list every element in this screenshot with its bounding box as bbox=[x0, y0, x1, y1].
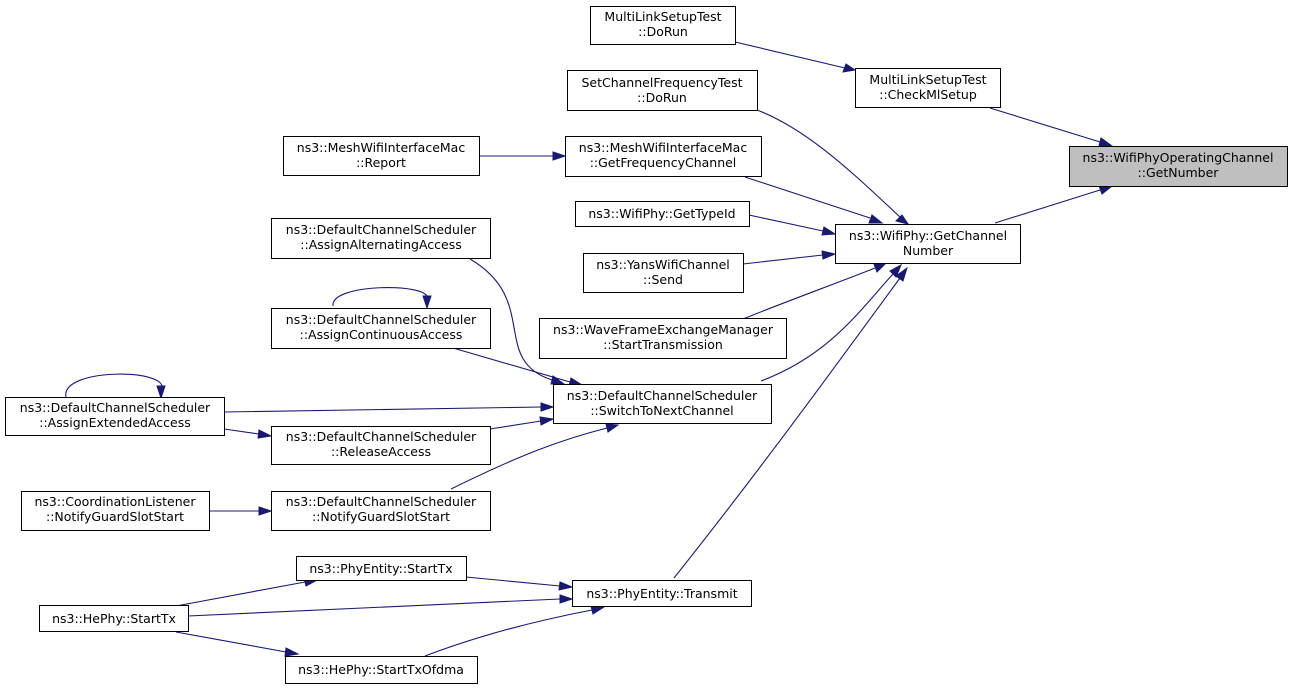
node-label-line1: ns3::WaveFrameExchangeManager bbox=[553, 322, 774, 337]
node-label-line1: ns3::WifiPhy::GetTypeId bbox=[588, 206, 735, 221]
node-label-line1: ns3::HePhy::StartTx bbox=[52, 611, 176, 626]
node-meshwifiinterfacemac-getfrequencychannel[interactable]: ns3::MeshWifiInterfaceMac ::GetFrequency… bbox=[565, 136, 762, 177]
node-label-line1: ns3::DefaultChannelScheduler bbox=[20, 400, 211, 415]
node-label-line1: ns3::CoordinationListener bbox=[35, 494, 197, 509]
node-coordinationlistener-notifyguardslotstart[interactable]: ns3::CoordinationListener ::NotifyGuardS… bbox=[21, 491, 210, 531]
node-label-line1: ns3::DefaultChannelScheduler bbox=[286, 312, 477, 327]
node-label-line1: ns3::MeshWifiInterfaceMac bbox=[297, 140, 466, 155]
node-setchannelfrequencytest-dorun[interactable]: SetChannelFrequencyTest ::DoRun bbox=[567, 70, 758, 111]
node-label-line1: ns3::DefaultChannelScheduler bbox=[286, 222, 477, 237]
node-label-line2: ::ReleaseAccess bbox=[331, 444, 431, 459]
node-hephy-starttx[interactable]: ns3::HePhy::StartTx bbox=[39, 605, 189, 632]
node-label-line1: ns3::WifiPhyOperatingChannel bbox=[1083, 150, 1274, 165]
node-waveframeexchangemanager-starttransmission[interactable]: ns3::WaveFrameExchangeManager ::StartTra… bbox=[539, 318, 787, 359]
edge-checkmlsetup-to-getnumber bbox=[989, 107, 1114, 147]
node-label-line2: ::SwitchToNextChannel bbox=[590, 403, 733, 418]
node-label-line1: ns3::PhyEntity::Transmit bbox=[586, 586, 737, 601]
node-defaultchannelscheduler-assignextendedaccess[interactable]: ns3::DefaultChannelScheduler ::AssignExt… bbox=[5, 397, 225, 436]
node-label-line2: ::CheckMlSetup bbox=[879, 87, 977, 102]
node-label-line2: ::Send bbox=[643, 272, 683, 287]
node-label-line2: ::DoRun bbox=[638, 24, 688, 39]
node-multilinksetuptest-dorun[interactable]: MultiLinkSetupTest ::DoRun bbox=[590, 6, 736, 45]
node-label-line2: ::AssignContinuousAccess bbox=[300, 327, 463, 342]
node-label-line1: ns3::MeshWifiInterfaceMac bbox=[579, 140, 748, 155]
node-label-line1: ns3::YansWifiChannel bbox=[596, 257, 730, 272]
edge-getchannelnumber-to-getnumber bbox=[994, 185, 1114, 224]
node-defaultchannelscheduler-assignalternatingaccess[interactable]: ns3::DefaultChannelScheduler ::AssignAlt… bbox=[271, 218, 491, 259]
edge-yanssend-to-getchannelnumber bbox=[742, 250, 837, 265]
edge-phyentity-starttx-to-transmit bbox=[465, 576, 574, 591]
node-label-line1: SetChannelFrequencyTest bbox=[581, 75, 742, 90]
node-label-line2: ::StartTransmission bbox=[603, 337, 723, 352]
edge-getfreq-to-getchannelnumber bbox=[744, 176, 884, 224]
node-defaultchannelscheduler-notifyguardslotstart[interactable]: ns3::DefaultChannelScheduler ::NotifyGua… bbox=[271, 491, 491, 531]
edge-hephy-starttx-to-transmit bbox=[187, 594, 574, 617]
node-meshwifiinterfacemac-report[interactable]: ns3::MeshWifiInterfaceMac ::Report bbox=[283, 136, 480, 176]
edge-hephy-starttx-to-phyentity-starttx bbox=[175, 577, 319, 607]
node-wifiphyoperatingchannel-getnumber[interactable]: ns3::WifiPhyOperatingChannel ::GetNumber bbox=[1069, 146, 1288, 187]
node-label-line1: ns3::DefaultChannelScheduler bbox=[286, 494, 477, 509]
node-phyentity-transmit[interactable]: ns3::PhyEntity::Transmit bbox=[572, 580, 752, 607]
node-defaultchannelscheduler-releaseaccess[interactable]: ns3::DefaultChannelScheduler ::ReleaseAc… bbox=[271, 426, 491, 465]
node-defaultchannelscheduler-assigncontinuousaccess[interactable]: ns3::DefaultChannelScheduler ::AssignCon… bbox=[271, 308, 491, 349]
edge-extended-self-loop bbox=[65, 373, 166, 400]
edge-switch-to-getchannelnumber bbox=[760, 263, 903, 382]
node-multilinksetuptest-checkmlsetup[interactable]: MultiLinkSetupTest ::CheckMlSetup bbox=[855, 68, 1001, 108]
node-label-line2: ::Report bbox=[356, 155, 406, 170]
node-label-line1: ns3::PhyEntity::StartTx bbox=[309, 561, 452, 576]
edge-hephy-starttx-to-ofdma bbox=[175, 631, 300, 657]
node-label-line2: ::NotifyGuardSlotStart bbox=[46, 509, 184, 524]
edge-coord-to-notify bbox=[209, 506, 273, 516]
edge-extended-to-switch bbox=[223, 402, 555, 413]
node-label-line2: ::DoRun bbox=[637, 90, 687, 105]
edge-ofdma-to-transmit bbox=[424, 605, 606, 657]
edge-report-to-getfreq bbox=[479, 151, 567, 161]
edge-notify-to-switch bbox=[450, 423, 620, 490]
node-label-line2: ::GetNumber bbox=[1138, 165, 1220, 180]
node-label-line1: MultiLinkSetupTest bbox=[604, 9, 721, 24]
edge-transmit-to-getchannelnumber bbox=[673, 266, 908, 579]
edge-mlst-dorun-to-checkmlsetup bbox=[734, 41, 857, 73]
node-yanswifichannel-send[interactable]: ns3::YansWifiChannel ::Send bbox=[583, 253, 744, 293]
node-hephy-starttxofdma[interactable]: ns3::HePhy::StartTxOfdma bbox=[285, 656, 478, 684]
edge-extended-to-release bbox=[223, 428, 273, 439]
edge-gettypeid-to-getchannelnumber bbox=[748, 214, 837, 236]
node-phyentity-starttx[interactable]: ns3::PhyEntity::StartTx bbox=[296, 556, 467, 581]
node-label-line1: ns3::HePhy::StartTxOfdma bbox=[298, 662, 464, 677]
node-label-line2: Number bbox=[903, 243, 954, 258]
node-label-line2: ::AssignAlternatingAccess bbox=[300, 237, 461, 252]
node-label-line1: ns3::WifiPhy::GetChannel bbox=[849, 228, 1007, 243]
node-wifiphy-gettypeid[interactable]: ns3::WifiPhy::GetTypeId bbox=[575, 201, 750, 227]
node-label-line1: MultiLinkSetupTest bbox=[869, 72, 986, 87]
node-label-line2: ::NotifyGuardSlotStart bbox=[312, 509, 450, 524]
node-label-line2: ::GetFrequencyChannel bbox=[590, 155, 737, 170]
node-label-line1: ns3::DefaultChannelScheduler bbox=[286, 429, 477, 444]
node-label-line1: ns3::DefaultChannelScheduler bbox=[567, 388, 758, 403]
edge-wave-to-getchannelnumber bbox=[742, 262, 888, 320]
edge-alternating-to-switch bbox=[469, 258, 566, 385]
edge-continuous-self-loop bbox=[332, 287, 432, 310]
node-label-line2: ::AssignExtendedAccess bbox=[39, 415, 191, 430]
edge-scft-dorun-to-getchannelnumber bbox=[756, 109, 910, 225]
node-defaultchannelscheduler-switchtonextchannel[interactable]: ns3::DefaultChannelScheduler ::SwitchToN… bbox=[553, 384, 772, 424]
edge-release-to-switch bbox=[489, 416, 555, 430]
node-wifiphy-getchannelnumber[interactable]: ns3::WifiPhy::GetChannel Number bbox=[835, 224, 1021, 264]
